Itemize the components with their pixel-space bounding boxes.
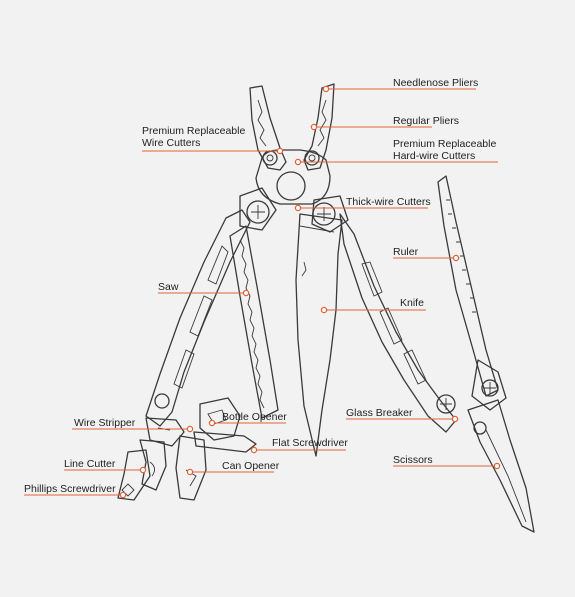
label-flat-screwdriver: Flat Screwdriver <box>272 437 348 449</box>
plier-head <box>255 149 331 205</box>
pivot-ring <box>276 171 306 201</box>
phillips-screwdriver-tool <box>117 449 151 501</box>
label-scissors: Scissors <box>393 454 433 466</box>
label-knife: Knife <box>400 297 424 309</box>
plier-left-jaw <box>249 85 287 171</box>
line-cutter-tool <box>139 439 167 491</box>
ruler-arm <box>437 175 499 397</box>
label-wire-stripper: Wire Stripper <box>74 417 136 429</box>
callout-flat-screwdriver: Flat Screwdriver <box>250 437 348 454</box>
callout-needlenose-pliers: Needlenose Pliers <box>322 77 478 93</box>
label-saw: Saw <box>158 281 179 293</box>
callout-saw: Saw <box>158 281 250 297</box>
label-line-cutter: Line Cutter <box>64 458 116 470</box>
callout-wire-stripper: Wire Stripper <box>72 417 194 433</box>
callout-line-cutter: Line Cutter <box>64 458 147 474</box>
label-bottle-opener: Bottle Opener <box>222 411 287 423</box>
label-thick-wire-cutters: Thick-wire Cutters <box>346 196 431 208</box>
callout-glass-breaker: Glass Breaker <box>346 407 459 423</box>
scissors-blades <box>467 399 535 533</box>
label-glass-breaker: Glass Breaker <box>346 407 413 419</box>
callout-regular-pliers: Regular Pliers <box>310 115 459 131</box>
callout-bottle-opener: Bottle Opener <box>208 411 287 427</box>
callout-ruler: Ruler <box>393 246 460 262</box>
label-can-opener: Can Opener <box>222 460 280 472</box>
left-handle <box>145 209 251 427</box>
multitool-illustration <box>117 83 535 533</box>
bottle-opener-tool <box>199 397 241 441</box>
callout-thick-wire-cutters: Thick-wire Cutters <box>294 196 431 212</box>
label-phillips-screwdriver: Phillips Screwdriver <box>24 483 116 495</box>
can-opener-tool <box>175 435 207 501</box>
knife-blade <box>295 213 343 457</box>
callout-knife: Knife <box>320 297 426 314</box>
plier-right-jaw <box>303 83 335 171</box>
flat-screwdriver-tool <box>193 431 257 453</box>
saw-blade <box>229 225 279 419</box>
callout-phillips-screwdriver: Phillips Screwdriver <box>24 483 127 499</box>
wire-stripper-tool <box>145 417 185 447</box>
label-ruler: Ruler <box>393 246 419 258</box>
label-needlenose-pliers: Needlenose Pliers <box>393 77 478 89</box>
label-regular-pliers: Regular Pliers <box>393 115 459 127</box>
callout-scissors: Scissors <box>393 454 501 470</box>
callout-can-opener: Can Opener <box>186 460 280 476</box>
